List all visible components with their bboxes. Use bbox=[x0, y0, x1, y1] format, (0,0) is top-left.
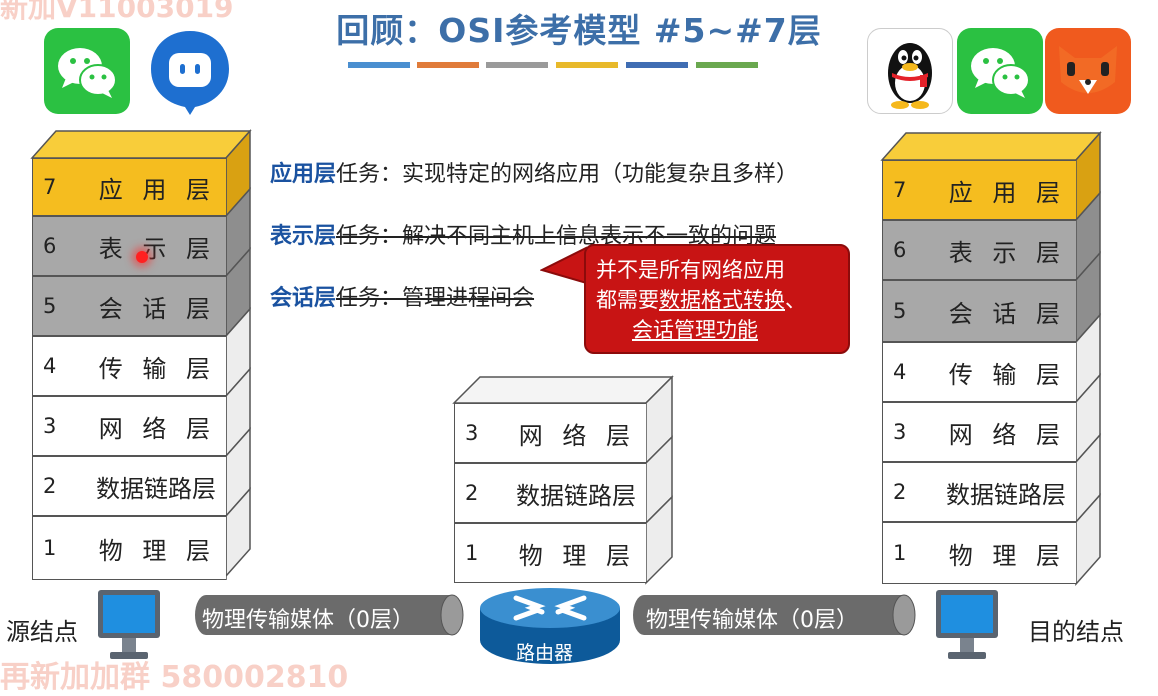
task-session-layer: 会话层任务：管理进程间会 bbox=[270, 280, 534, 312]
destination-computer-icon bbox=[934, 588, 1000, 670]
layer-number: 3 bbox=[43, 414, 57, 438]
layer-name: 网 络 层 bbox=[518, 421, 636, 450]
callout-link-session-management: 会话管理功能 bbox=[632, 318, 758, 342]
destination-stack-3d-sides bbox=[880, 131, 1102, 586]
chat-bubble-icon bbox=[147, 27, 233, 117]
layer-number: 3 bbox=[893, 420, 907, 444]
router-layer-2: 2 数据链路层 bbox=[454, 463, 646, 523]
layer-name: 网 络 层 bbox=[98, 414, 216, 443]
layer-number: 5 bbox=[43, 294, 57, 318]
source-layer-3: 3 网 络 层 bbox=[32, 396, 226, 456]
router-icon bbox=[476, 586, 624, 672]
layer-name: 数据链路层 bbox=[96, 474, 216, 503]
callout-line-2: 都需要数据格式转换、 bbox=[596, 285, 840, 315]
layer-name: 应 用 层 bbox=[948, 178, 1066, 207]
pointer-dot bbox=[136, 251, 148, 263]
router-layer-3: 3 网 络 层 bbox=[454, 403, 646, 463]
title-color-bar-3 bbox=[486, 62, 548, 68]
title-color-bar-2 bbox=[417, 62, 479, 68]
task-layer-name: 表示层 bbox=[270, 224, 337, 249]
destination-layer-7: 7 应 用 层 bbox=[882, 160, 1076, 220]
fox-icon bbox=[1045, 28, 1131, 114]
qq-penguin-icon bbox=[867, 28, 953, 114]
layer-number: 7 bbox=[43, 175, 57, 199]
source-layer-7: 7 应 用 层 bbox=[32, 158, 226, 216]
title-color-bar-5 bbox=[626, 62, 688, 68]
callout-line-3: 会话管理功能 bbox=[596, 315, 840, 345]
layer-number: 1 bbox=[893, 541, 907, 565]
layer-name: 传 输 层 bbox=[948, 360, 1066, 389]
layer-name: 网 络 层 bbox=[948, 420, 1066, 449]
layer-number: 2 bbox=[893, 480, 907, 504]
task-layer-name: 会话层 bbox=[270, 286, 337, 311]
source-layer-2: 2 数据链路层 bbox=[32, 456, 226, 516]
source-layer-1: 1 物 理 层 bbox=[32, 516, 226, 580]
destination-node-label: 目的结点 bbox=[1028, 618, 1124, 646]
callout-link-format-conversion: 数据格式转换 bbox=[659, 288, 785, 312]
source-layer-5: 5 会 话 层 bbox=[32, 276, 226, 336]
wechat-icon bbox=[44, 28, 130, 114]
task-description: 任务：实现特定的网络应用（功能复杂且多样） bbox=[336, 162, 799, 187]
watermark-top-left: 新加V11003019 bbox=[0, 0, 234, 24]
layer-number: 5 bbox=[893, 299, 907, 323]
destination-layer-2: 2 数据链路层 bbox=[882, 462, 1076, 522]
source-computer-icon bbox=[96, 588, 162, 670]
source-layer-6: 6 表 示 层 bbox=[32, 216, 226, 276]
router-label: 路由器 bbox=[516, 642, 574, 664]
layer-number: 1 bbox=[43, 536, 57, 560]
page-title: 回顾：OSI参考模型 #5~#7层 bbox=[336, 11, 822, 50]
layer-name: 物 理 层 bbox=[518, 541, 636, 570]
layer-number: 1 bbox=[465, 541, 479, 565]
layer-name: 应 用 层 bbox=[98, 175, 216, 204]
destination-layer-1: 1 物 理 层 bbox=[882, 522, 1076, 584]
title-color-bar-6 bbox=[696, 62, 758, 68]
task-description: 任务：管理进程间会 bbox=[336, 286, 535, 311]
layer-number: 4 bbox=[43, 354, 57, 378]
title-color-bar-1 bbox=[348, 62, 410, 68]
layer-number: 2 bbox=[465, 481, 479, 505]
layer-number: 6 bbox=[893, 238, 907, 262]
layer-number: 6 bbox=[43, 234, 57, 258]
callout-line-2-suffix: 、 bbox=[785, 288, 806, 312]
router-layer-1: 1 物 理 层 bbox=[454, 523, 646, 583]
layer-number: 3 bbox=[465, 421, 479, 445]
layer-name: 表 示 层 bbox=[948, 238, 1066, 267]
layer-number: 4 bbox=[893, 360, 907, 384]
layer-name: 表 示 层 bbox=[98, 234, 216, 263]
wechat-icon bbox=[957, 28, 1043, 114]
layer-name: 会 话 层 bbox=[98, 294, 216, 323]
layer-name: 数据链路层 bbox=[516, 481, 636, 510]
source-node-label: 源结点 bbox=[6, 618, 78, 646]
task-layer-name: 应用层 bbox=[270, 162, 337, 187]
destination-layer-6: 6 表 示 层 bbox=[882, 220, 1076, 280]
right-cable-label: 物理传输媒体（0层） bbox=[646, 608, 858, 633]
layer-name: 物 理 层 bbox=[948, 541, 1066, 570]
callout-line-2-prefix: 都需要 bbox=[596, 288, 659, 312]
destination-layer-3: 3 网 络 层 bbox=[882, 402, 1076, 462]
layer-name: 会 话 层 bbox=[948, 299, 1066, 328]
layer-name: 数据链路层 bbox=[946, 480, 1066, 509]
destination-layer-4: 4 传 输 层 bbox=[882, 342, 1076, 402]
callout-line-1: 并不是所有网络应用 bbox=[596, 258, 785, 282]
destination-layer-5: 5 会 话 层 bbox=[882, 280, 1076, 342]
right-physical-medium-cable bbox=[628, 592, 918, 642]
layer-name: 物 理 层 bbox=[98, 536, 216, 565]
title-color-bar-4 bbox=[556, 62, 618, 68]
task-presentation-layer: 表示层任务：解决不同主机上信息表示不一致的问题 bbox=[270, 218, 776, 250]
source-layer-4: 4 传 输 层 bbox=[32, 336, 226, 396]
left-cable-label: 物理传输媒体（0层） bbox=[202, 608, 414, 633]
left-physical-medium-cable bbox=[190, 592, 466, 642]
task-application-layer: 应用层任务：实现特定的网络应用（功能复杂且多样） bbox=[270, 156, 798, 188]
watermark-bottom-left: 再新加加群 580002810 bbox=[0, 660, 349, 695]
callout-note: 并不是所有网络应用 都需要数据格式转换、 会话管理功能 bbox=[584, 244, 850, 354]
source-stack-3d-sides bbox=[30, 129, 252, 580]
layer-number: 7 bbox=[893, 178, 907, 202]
layer-number: 2 bbox=[43, 474, 57, 498]
layer-name: 传 输 层 bbox=[98, 354, 216, 383]
